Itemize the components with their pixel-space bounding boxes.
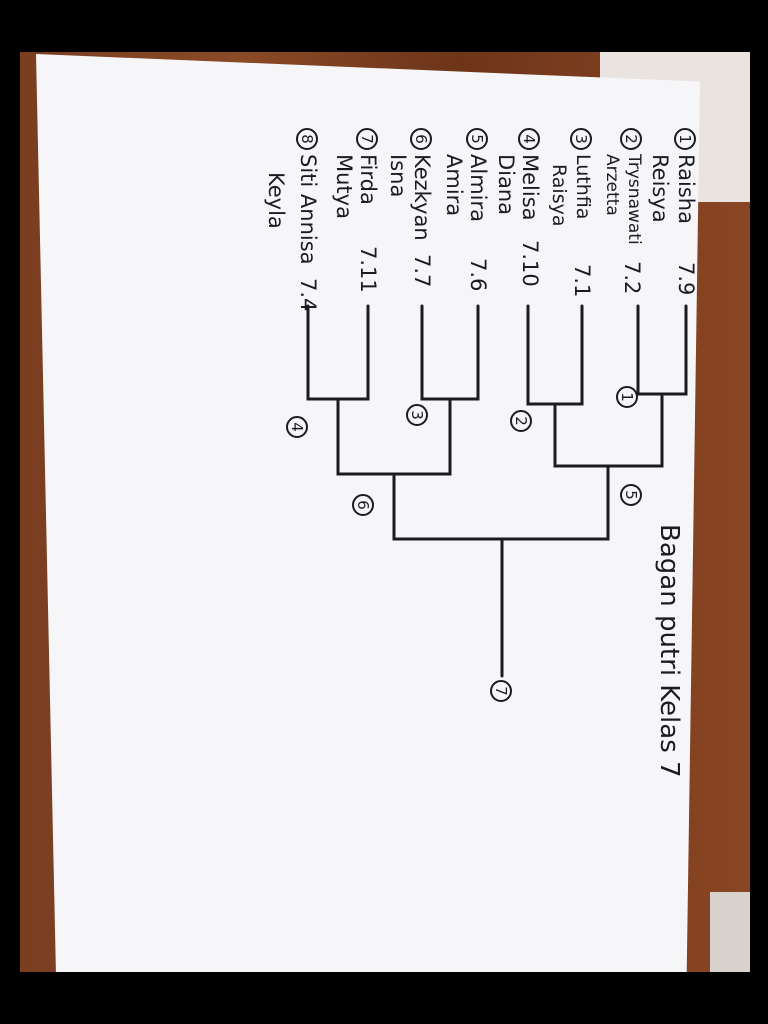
wall-corner-bottom	[710, 892, 750, 972]
match-2-line	[526, 304, 584, 406]
match-3-line	[420, 304, 480, 401]
match-badge-1: 1	[616, 386, 638, 408]
match-7-line	[392, 464, 610, 541]
match-1-line	[636, 304, 688, 396]
match-4-line	[306, 304, 370, 401]
match-6-line	[336, 397, 452, 476]
match-badge-5: 5	[620, 484, 642, 506]
match-badge-6: 6	[352, 494, 374, 516]
bracket-drawing: Bagan putri Kelas 7 1 Raisha Reisya 7.9 …	[36, 54, 700, 972]
paper-sheet: Bagan putri Kelas 7 1 Raisha Reisya 7.9 …	[36, 54, 700, 972]
photo-background: Bagan putri Kelas 7 1 Raisha Reisya 7.9 …	[20, 52, 750, 972]
match-badge-3: 3	[406, 404, 428, 426]
bracket-lines	[306, 304, 688, 678]
match-badge-2: 2	[510, 410, 532, 432]
match-badge-7: 7	[490, 680, 512, 702]
match-badge-4: 4	[286, 416, 308, 438]
